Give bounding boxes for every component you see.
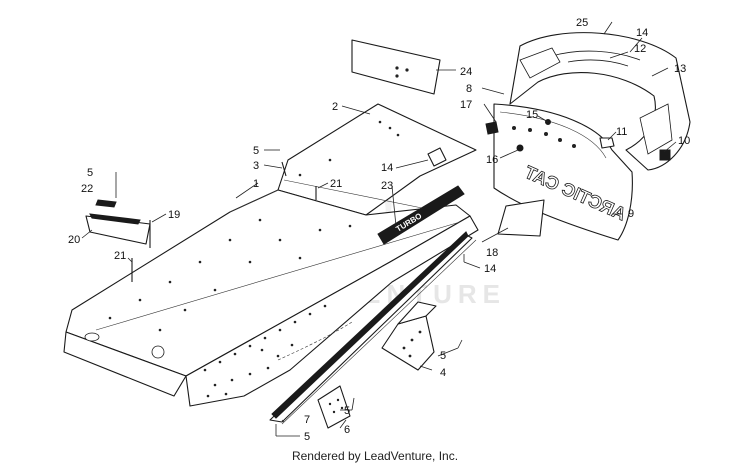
part-13-bumper	[509, 32, 691, 171]
part-18-pad	[497, 199, 545, 237]
part-1-tunnel	[63, 103, 479, 407]
callout-11: 11	[616, 126, 627, 138]
callout-10: 10	[678, 135, 690, 147]
callout-labels: 25 14 12 13 8 24 17 15 11 10 16 9 2 5 3 …	[68, 17, 690, 443]
render-credit: Rendered by LeadVenture, Inc.	[291, 449, 459, 463]
callout-25: 25	[576, 17, 588, 29]
tunnel-rivet-holes	[108, 120, 400, 398]
part-14-screw-a	[427, 147, 447, 167]
callout-15: 15	[526, 109, 538, 121]
callout-14-top: 14	[636, 27, 648, 39]
callout-9: 9	[628, 208, 634, 220]
bumper-grip-left	[519, 47, 561, 79]
callout-8: 8	[466, 83, 472, 95]
callout-5-bracket: 5	[440, 350, 446, 362]
part-20-flap	[85, 213, 151, 245]
part-4-bracket	[381, 301, 437, 371]
callout-22: 22	[81, 183, 93, 195]
part-3-screw	[281, 161, 287, 177]
callout-6: 6	[344, 424, 350, 436]
part-6-plate	[317, 385, 351, 429]
callout-5-upper: 5	[253, 145, 259, 157]
callout-19: 19	[168, 209, 180, 221]
callout-17: 17	[460, 99, 472, 111]
callout-7: 7	[304, 414, 310, 426]
callout-16: 16	[486, 154, 498, 166]
part-7-rail	[269, 231, 477, 425]
callout-18: 18	[486, 247, 498, 259]
part-17-fastener	[485, 121, 499, 135]
callout-20: 20	[68, 234, 80, 246]
callout-3: 3	[253, 160, 259, 172]
bumper-grip-right	[639, 103, 673, 155]
part-16-fastener	[516, 144, 524, 152]
callout-13: 13	[674, 63, 686, 75]
callout-4: 4	[440, 367, 446, 379]
callout-24: 24	[460, 66, 472, 78]
callout-23: 23	[381, 180, 393, 192]
part-22-clip	[95, 199, 117, 208]
callout-5-left: 5	[87, 167, 93, 179]
callout-21-lower: 21	[114, 250, 126, 262]
part-24-pad	[351, 39, 441, 95]
callout-21-upper: 21	[330, 178, 342, 190]
callout-2: 2	[332, 101, 338, 113]
callout-14-mid: 14	[381, 162, 393, 174]
callout-12: 12	[634, 43, 646, 55]
part-10-bolt	[659, 149, 671, 161]
callout-5-plate: 5	[344, 405, 350, 417]
leader-lines	[81, 21, 677, 437]
part-11-nut	[599, 137, 615, 149]
callout-1: 1	[253, 178, 259, 190]
callout-14-low: 14	[484, 263, 496, 275]
callout-5-bottom: 5	[304, 431, 310, 443]
